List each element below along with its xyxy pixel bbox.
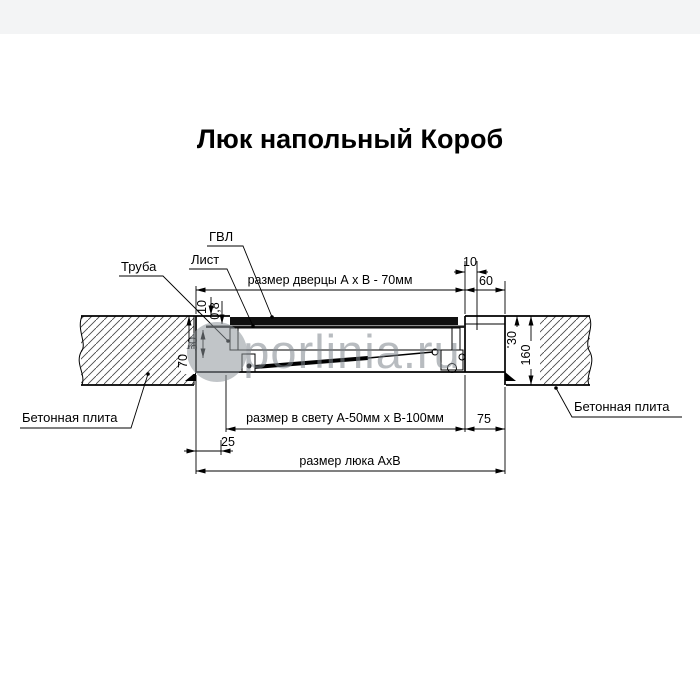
opening-mechanism [185, 348, 516, 381]
watermark-text: porlinia.ru [243, 325, 460, 378]
watermark: porlinia.ru [187, 322, 460, 382]
page-title: Люк напольный Короб [197, 124, 503, 154]
dim-offset-left-label: 25 [221, 435, 235, 449]
top-band [0, 0, 700, 34]
dim-frame-top-label: 60 [479, 274, 493, 288]
concrete-slab-right [506, 315, 593, 386]
callout-gvl-label: ГВЛ [209, 229, 233, 244]
dim-sheet-thickness-label: 0,8 [208, 302, 222, 319]
callout-concrete-right-label: Бетонная плита [574, 399, 670, 414]
dim-clear-size-label: размер в свету А-50мм х В-100мм [246, 411, 444, 425]
dim-box-depth-label: 70 [176, 354, 190, 368]
callouts: ГВЛ Лист Труба Бетонная плита Бетонная п… [20, 229, 682, 429]
left-anchor [185, 372, 196, 381]
right-dimensions: 30 160 [505, 316, 538, 385]
callout-concrete-left-label: Бетонная плита [22, 410, 118, 425]
concrete-slab-left [78, 315, 195, 386]
left-slab-hatch [81, 316, 194, 385]
right-break-line [587, 315, 593, 386]
right-slab-hatch [540, 316, 590, 385]
dim-gvl-thickness-label: 10 [195, 300, 209, 314]
dim-door-size-label: размер дверцы А х В - 70мм [248, 273, 413, 287]
callout-tube-label: Труба [121, 259, 157, 274]
gas-strut-cylinder [254, 356, 369, 369]
right-anchor [505, 372, 516, 381]
dim-hatch-size-label: размер люка АхВ [299, 454, 400, 468]
left-break-line [78, 315, 84, 386]
dim-slab-thickness-label: 160 [519, 345, 533, 366]
dim-gap-top-label: 10 [463, 255, 477, 269]
dim-right-bottom-label: 75 [477, 412, 491, 426]
watermark-logo-circle [187, 322, 247, 382]
bottom-dimensions: размер в свету А-50мм х В-100мм 75 25 ра… [184, 375, 506, 474]
steel-sheet [206, 325, 465, 328]
gvl-layer [230, 317, 458, 325]
dim-lip-label: 30 [505, 331, 519, 345]
top-dimensions: размер дверцы А х В - 70мм 60 10 [195, 255, 506, 322]
gas-strut-rod [367, 351, 434, 359]
callout-sheet-label: Лист [191, 252, 219, 267]
